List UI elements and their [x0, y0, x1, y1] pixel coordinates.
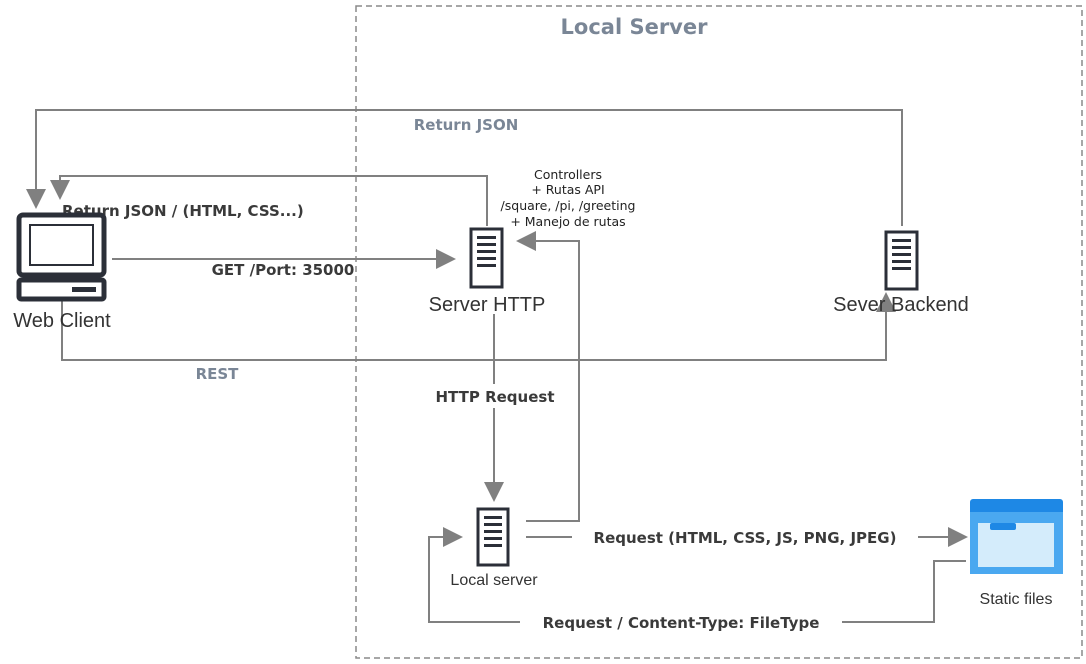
- edge-label-get-port: GET /Port: 35000: [212, 261, 355, 279]
- edge-label-return-json-html: Return JSON / (HTML, CSS...): [62, 202, 304, 220]
- edge-label-return-json: Return JSON: [414, 116, 519, 134]
- node-label-static-files: Static files: [980, 591, 1053, 608]
- folder-icon: [970, 499, 1063, 574]
- edge-label-request-files: Request (HTML, CSS, JS, PNG, JPEG): [594, 529, 897, 547]
- node-label-server-backend: Sever Backend: [833, 294, 969, 316]
- svg-text:+ Rutas API: + Rutas API: [531, 182, 604, 197]
- server-tower-icon: [469, 227, 504, 289]
- server-tower-icon: [884, 230, 919, 291]
- desktop-computer-icon: [16, 212, 107, 302]
- svg-text:/square, /pi, /greeting: /square, /pi, /greeting: [501, 198, 636, 213]
- edge-local-to-http: [516, 231, 580, 522]
- edge-label-request-content-type: Request / Content-Type: FileType: [543, 614, 820, 632]
- edge-return-json: [26, 109, 903, 226]
- svg-text:Controllers: Controllers: [534, 167, 602, 182]
- node-label-web-client: Web Client: [13, 310, 111, 332]
- edge-return-json-html: [50, 175, 488, 226]
- edge-rest: [61, 292, 896, 361]
- container-title: Local Server: [561, 15, 709, 39]
- local-server-container: [355, 5, 1083, 659]
- node-label-server-http: Server HTTP: [429, 294, 546, 316]
- controllers-note: Controllers + Rutas API /square, /pi, /g…: [501, 167, 636, 229]
- edge-label-http-request: HTTP Request: [436, 388, 555, 406]
- server-tower-icon: [476, 507, 510, 567]
- svg-text:+ Manejo de rutas: + Manejo de rutas: [510, 214, 625, 229]
- node-label-local-server: Local server: [450, 572, 538, 589]
- edge-label-rest: REST: [196, 365, 240, 383]
